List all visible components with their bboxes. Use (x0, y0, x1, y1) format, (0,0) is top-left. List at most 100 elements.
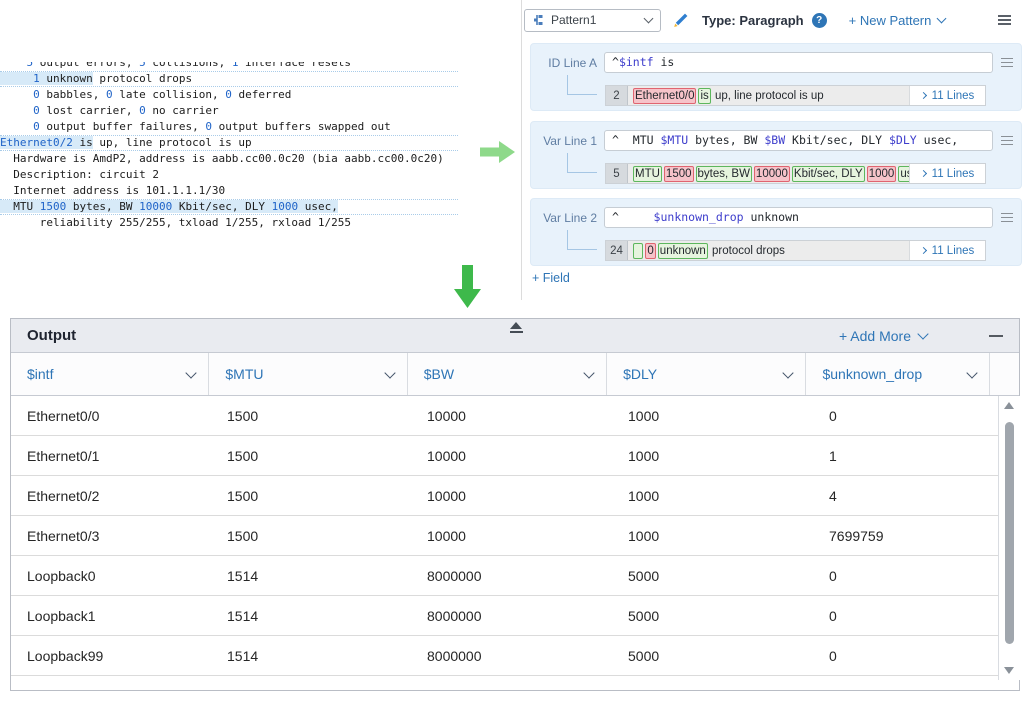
chevron-right-icon (920, 92, 927, 99)
terminal-text: interface resets (238, 62, 351, 69)
match-token-red: Ethernet0/0 (633, 88, 696, 104)
terminal-text: no carrier (146, 104, 219, 117)
table-body: Ethernet0/015001000010000Ethernet0/11500… (11, 396, 998, 676)
add-more-button[interactable]: + Add More (839, 328, 927, 344)
table-cell: 1500 (211, 488, 411, 504)
panel-menu-icon[interactable] (998, 19, 1011, 21)
terminal-line: Description: circuit 2 (0, 167, 458, 183)
regex-input[interactable]: ^ $unknown_drop unknown (604, 207, 993, 228)
table-cell: 1000 (612, 448, 813, 464)
row-menu-icon[interactable] (1001, 140, 1013, 142)
table-cell: 5000 (612, 608, 813, 624)
match-token-green: MTU (633, 166, 662, 182)
scroll-down-icon[interactable] (1004, 667, 1014, 674)
terminal-text: protocol drops (93, 72, 192, 85)
lines-count-button[interactable]: 11 Lines (909, 241, 985, 260)
column-header-unknown_drop[interactable]: $unknown_drop (806, 353, 990, 395)
scroll-up-icon[interactable] (1004, 402, 1014, 409)
regex-text: unknown (744, 210, 799, 224)
row-menu[interactable] (993, 217, 1013, 219)
terminal-line: 0 output buffer failures, 0 output buffe… (0, 119, 458, 135)
terminal-line: 5 output errors, 5 collisions, 1 interfa… (0, 62, 458, 71)
table-row[interactable]: Loopback991514800000050000 (11, 636, 998, 676)
output-title: Output (27, 327, 76, 344)
lines-count-button[interactable]: 11 Lines (909, 86, 985, 105)
new-pattern-button[interactable]: + New Pattern (849, 13, 946, 28)
scrollbar-thumb[interactable] (1005, 422, 1014, 644)
add-field-button[interactable]: + Field (532, 271, 570, 285)
column-header-BW[interactable]: $BW (408, 353, 607, 395)
terminal-line: Hardware is AmdP2, address is aabb.cc00.… (0, 151, 458, 167)
pattern-group-row: Var Line 1 ^ MTU $MTU bytes, BW $BW Kbit/… (539, 130, 1013, 151)
row-menu[interactable] (993, 62, 1013, 64)
table-cell: 5000 (612, 568, 813, 584)
terminal-text: 0 (205, 120, 212, 133)
regex-text: $unknown_drop (654, 210, 744, 224)
terminal-text (0, 88, 33, 101)
table-scrollbar[interactable] (998, 396, 1020, 680)
terminal-line: reliability 255/255, txload 1/255, rxloa… (0, 215, 458, 231)
terminal-text: Ethernet0/2 (0, 136, 73, 149)
pattern-line-label: Var Line 1 (539, 134, 597, 148)
lines-count-button[interactable]: 11 Lines (909, 164, 985, 183)
table-cell: 0 (813, 408, 998, 424)
table-row[interactable]: Loopback11514800000050000 (11, 596, 998, 636)
column-header-DLY[interactable]: $DLY (607, 353, 806, 395)
column-header-label: $unknown_drop (822, 366, 922, 382)
minimize-icon[interactable] (989, 335, 1003, 337)
table-row[interactable]: Ethernet0/115001000010001 (11, 436, 998, 476)
column-header-MTU[interactable]: $MTU (209, 353, 407, 395)
help-icon[interactable]: ? (812, 13, 827, 28)
table-cell: 1000 (612, 488, 813, 504)
pattern-group: ID Line A ^$intf is 2Ethernet0/0is up, lin… (530, 43, 1022, 111)
regex-input[interactable]: ^$intf is (604, 52, 993, 73)
match-token-green: usec, (898, 166, 909, 182)
device-output-text: 5 output errors, 5 collisions, 1 interfa… (0, 62, 458, 231)
pattern-select[interactable]: Pattern1 (524, 9, 661, 32)
match-token-green (633, 243, 643, 259)
table-row[interactable]: Loopback01514800000050000 (11, 556, 998, 596)
column-header-intf[interactable]: $intf (11, 353, 209, 395)
sample-match-row[interactable]: 2Ethernet0/0is up, line protocol is up11… (605, 85, 986, 106)
edit-pattern-icon[interactable] (673, 13, 689, 28)
sample-match-row[interactable]: 5MTU1500bytes, BW10000Kbit/sec, DLY1000u… (605, 163, 986, 184)
table-cell: Loopback0 (11, 568, 211, 584)
terminal-line: 0 lost carrier, 0 no carrier (0, 103, 458, 119)
terminal-text: output errors, (33, 62, 139, 69)
chevron-right-icon (920, 170, 927, 177)
pattern-line-label: ID Line A (539, 56, 597, 70)
regex-text: ^ (612, 55, 619, 69)
row-menu-icon[interactable] (1001, 217, 1013, 219)
terminal-lines: 5 output errors, 5 collisions, 1 interfa… (0, 62, 458, 231)
add-more-label: + Add More (839, 328, 911, 344)
terminal-text (0, 72, 33, 85)
match-text: protocol drops (709, 245, 785, 257)
regex-input[interactable]: ^ MTU $MTU bytes, BW $BW Kbit/sec, DLY $… (604, 130, 993, 151)
table-row[interactable]: Ethernet0/315001000010007699759 (11, 516, 998, 556)
match-token-green: is (698, 88, 710, 104)
terminal-text: Hardware is AmdP2, address is aabb.cc00.… (0, 152, 444, 165)
sample-match-row[interactable]: 24 0unknown protocol drops11 Lines (605, 240, 986, 261)
new-pattern-label: + New Pattern (849, 13, 932, 28)
terminal-text: 10000 (139, 200, 172, 213)
terminal-text: output buffer failures, (40, 120, 206, 133)
table-row[interactable]: Ethernet0/015001000010000 (11, 396, 998, 436)
lines-count-label: 11 Lines (932, 245, 975, 257)
collapse-up-icon[interactable] (508, 322, 524, 333)
pattern-select-value: Pattern1 (551, 13, 596, 27)
chevron-down-icon (384, 367, 395, 378)
table-row[interactable]: Ethernet0/215001000010004 (11, 476, 998, 516)
regex-text: is (654, 55, 675, 69)
row-menu[interactable] (993, 140, 1013, 142)
table-cell: 10000 (411, 488, 612, 504)
row-menu-icon[interactable] (1001, 62, 1013, 64)
regex-text: ^ MTU (612, 133, 660, 147)
table-cell: 8000000 (411, 608, 612, 624)
terminal-text: 1 (33, 72, 40, 85)
match-token-red: 0 (645, 243, 655, 259)
regex-text: $BW (764, 133, 785, 147)
table-cell: 10000 (411, 448, 612, 464)
terminal-text: 0 (106, 88, 113, 101)
table-cell: 1514 (211, 608, 411, 624)
lines-count-label: 11 Lines (932, 168, 975, 180)
